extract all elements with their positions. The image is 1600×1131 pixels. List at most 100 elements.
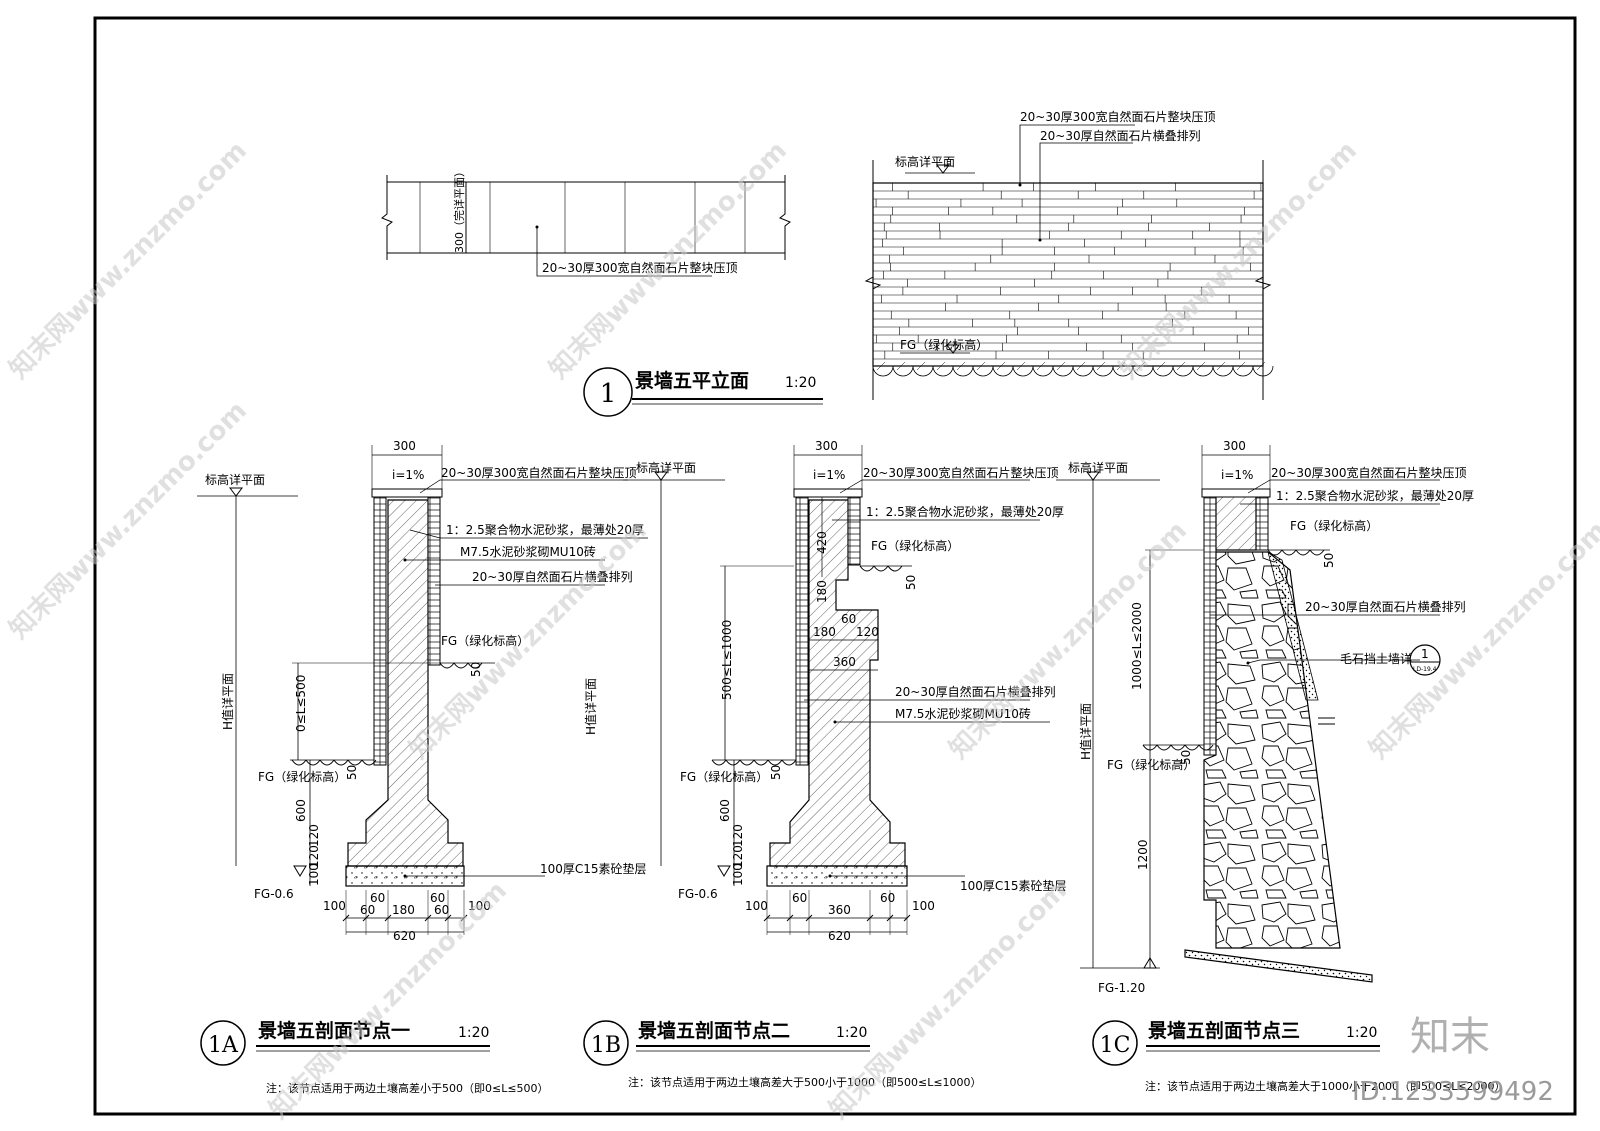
- title-1b-num: 1B: [591, 1033, 621, 1058]
- ground-hatch: [1156, 361, 1166, 371]
- ground-hatch: [1116, 361, 1126, 371]
- ground-hatch: [936, 361, 946, 371]
- 1c-slope: i=1%: [1221, 468, 1253, 482]
- 1b-bd-1: 60: [792, 891, 807, 905]
- ground-hatch: [1216, 361, 1226, 371]
- 1a-dim-600: 600: [294, 799, 308, 822]
- title-1: 1 景墙五平立面 1:20: [583, 367, 823, 417]
- 1b-dim-50b: 50: [769, 765, 783, 780]
- elev-fg-label: FG（绿化标高）: [900, 337, 988, 352]
- ground-mark: [1112, 365, 1134, 377]
- ground-mark: [1172, 365, 1194, 377]
- 1b-dim-100: 100: [731, 863, 745, 886]
- 1a-cap-label: 20~30厚300宽自然面石片整块压顶: [441, 465, 637, 480]
- ground-hatch: [1196, 361, 1206, 371]
- wm-2: 知末网www.znzmo.com: [1114, 136, 1363, 385]
- ground-mark: [932, 365, 954, 377]
- 1b-brick-label: M7.5水泥砂浆砌MU10砖: [895, 706, 1031, 721]
- 1a-bd-2: 180: [392, 903, 415, 917]
- 1a-bd-1: 60: [360, 903, 375, 917]
- ground-mark: [361, 759, 377, 766]
- wm-3: 知末网www.znzmo.com: [4, 396, 253, 645]
- 1b-dim-180v: 180: [815, 580, 829, 603]
- ground-mark: [952, 365, 974, 377]
- plan-dim-vertical: 300（完详平面）: [452, 166, 466, 253]
- ground-mark: [1052, 365, 1074, 377]
- sheet-border: [93, 16, 1577, 1116]
- ground-mark: [1012, 365, 1034, 377]
- title-1c-scale: 1:20: [1346, 1025, 1377, 1041]
- 1b-cap-label: 20~30厚300宽自然面石片整块压顶: [863, 465, 1059, 480]
- ground-hatch: [1176, 361, 1186, 371]
- title-1-scale: 1:20: [785, 375, 816, 391]
- wm-6: 知末网www.znzmo.com: [1364, 516, 1600, 765]
- ground-mark: [1142, 744, 1158, 751]
- ground-mark: [1232, 365, 1254, 377]
- 1a-dim-50b: 50: [345, 765, 359, 780]
- 1a-bd-4: 100: [468, 899, 491, 913]
- 1a-fg-upper: FG（绿化标高）: [441, 633, 529, 648]
- ground-hatch: [1256, 361, 1266, 371]
- ground-hatch: [956, 361, 966, 371]
- elev-stone-label: 20~30厚自然面石片横叠排列: [1040, 128, 1201, 143]
- ground-hatch: [1136, 361, 1146, 371]
- 1b-bd-4: 100: [912, 899, 935, 913]
- 1a-stone-label: 20~30厚自然面石片横叠排列: [472, 569, 633, 584]
- 1b-slope: i=1%: [813, 468, 845, 482]
- 1a-dim-300: 300: [393, 439, 416, 453]
- title-1c-note: 注：该节点适用于两边土壤高差大于1000小于2000（即500≤L≤2000）: [1145, 1079, 1506, 1093]
- ground-mark: [767, 759, 783, 766]
- 1a-dim-120b: 120: [307, 845, 321, 868]
- 1a-slope: i=1%: [392, 468, 424, 482]
- ground-hatch: [916, 361, 926, 371]
- 1a-top-datum: 标高详平面: [205, 472, 265, 487]
- 1b-fg-lower: FG（绿化标高）: [680, 769, 768, 784]
- ground-mark: [453, 662, 469, 669]
- 1b-h-label: H值详平面: [583, 678, 598, 735]
- 1a-fg-base: FG-0.6: [254, 887, 294, 901]
- ground-mark: [347, 759, 363, 766]
- 1b-bd-0: 100: [745, 899, 768, 913]
- 1b-bedding: 100厚C15素砼垫层: [960, 878, 1067, 893]
- elev-cap-label: 20~30厚300宽自然面石片整块压顶: [1020, 109, 1216, 124]
- 1b-dim-120b: 120: [731, 845, 745, 868]
- 1a-brick-label: M7.5水泥砂浆砌MU10砖: [460, 544, 596, 559]
- ground-hatch: [1236, 361, 1246, 371]
- ground-mark: [753, 759, 769, 766]
- ground-mark: [972, 365, 994, 377]
- 1c-dim-50a: 50: [1322, 553, 1336, 568]
- 1a-dim-120a: 120: [307, 824, 321, 847]
- ground-hatch: [1096, 361, 1106, 371]
- 1b-dim-60: 60: [841, 612, 856, 626]
- elev-top-datum: 标高详平面: [895, 154, 955, 169]
- 1a-mortar-label: 1：2.5聚合物水泥砂浆，最薄处20厚: [446, 522, 644, 537]
- ground-mark: [1198, 744, 1214, 751]
- 1b-dim-600: 600: [718, 799, 732, 822]
- ground-mark: [1092, 365, 1114, 377]
- ground-mark: [1295, 549, 1311, 556]
- title-1a-text: 景墙五剖面节点一: [258, 1019, 410, 1042]
- 1b-bd-3: 60: [880, 891, 895, 905]
- plan-cap-label: 20~30厚300宽自然面石片整块压顶: [542, 260, 738, 275]
- ground-hatch: [1076, 361, 1086, 371]
- 1c-mortar-label: 1：2.5聚合物水泥砂浆，最薄处20厚: [1276, 488, 1474, 503]
- section-1a: 标高详平面 H值详平面 FG（绿化标高） 50 FG（绿化标高） 50 0≤L≤…: [197, 439, 648, 943]
- ground-mark: [319, 759, 335, 766]
- ground-mark: [1170, 744, 1186, 751]
- section-1b: 标高详平面 H值详平面 300 i=1% 20~30厚300宽自然面石片整块压顶…: [583, 439, 1067, 943]
- title-1b-text: 景墙五剖面节点二: [638, 1019, 790, 1042]
- ground-hatch: [976, 361, 986, 371]
- wm-5: 知末网www.znzmo.com: [944, 516, 1193, 765]
- ground-mark: [1267, 549, 1283, 556]
- ground-mark: [912, 365, 934, 377]
- wm-0: 知末网www.znzmo.com: [4, 136, 253, 385]
- 1c-ref-num: 1: [1421, 647, 1429, 661]
- wm-id: ID:1233599492: [1352, 1077, 1554, 1107]
- ground-mark: [1032, 365, 1054, 377]
- ground-mark: [291, 759, 307, 766]
- ground-mark: [1309, 549, 1325, 556]
- ground-mark: [1152, 365, 1174, 377]
- 1c-dim-range: 1000≤L≤2000: [1130, 602, 1144, 690]
- ground-mark: [887, 565, 903, 572]
